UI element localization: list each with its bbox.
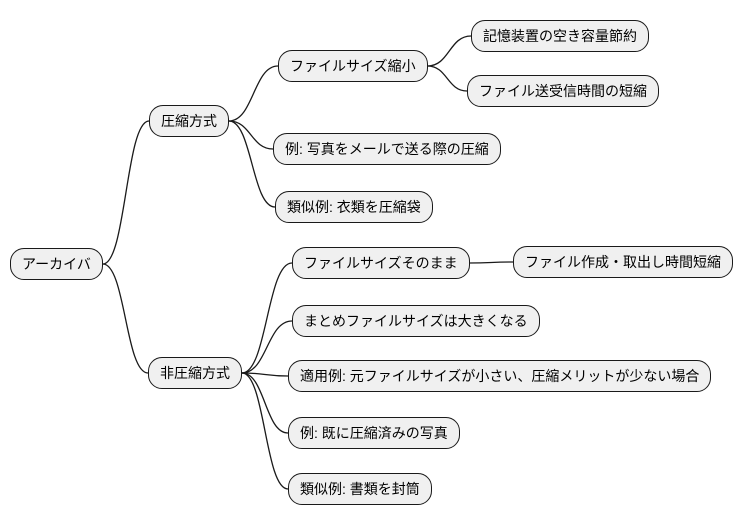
edge [241, 262, 293, 374]
edge [102, 120, 150, 265]
edge [228, 65, 279, 122]
node-archiver: アーカイバ [10, 248, 103, 280]
node-combined-size-larger: まとめファイルサイズは大きくなる [292, 305, 540, 337]
edge [228, 120, 274, 150]
node-compression-method: 圧縮方式 [149, 105, 229, 137]
edge [228, 120, 276, 208]
edge [427, 65, 468, 92]
edge [102, 263, 149, 374]
node-applicable-case: 適用例: 元ファイルサイズが小さい、圧縮メリットが少ない場合 [288, 360, 712, 392]
node-analogy-clothes-bag: 類似例: 衣類を圧縮袋 [275, 191, 433, 223]
edge [241, 372, 289, 377]
node-transfer-time-reduction: ファイル送受信時間の短縮 [467, 75, 659, 107]
edge [241, 372, 289, 434]
node-analogy-documents-envelope: 類似例: 書類を封筒 [288, 473, 432, 505]
node-file-size-reduction: ファイルサイズ縮小 [278, 50, 428, 82]
edge [241, 372, 289, 490]
node-example-compressed-photo: 例: 既に圧縮済みの写真 [288, 417, 460, 449]
node-storage-space-saving: 記憶装置の空き容量節約 [471, 20, 649, 52]
edge [241, 320, 293, 374]
node-create-extract-time: ファイル作成・取出し時間短縮 [513, 246, 733, 278]
edge [427, 35, 472, 67]
node-example-email-photo: 例: 写真をメールで送る際の圧縮 [273, 133, 501, 165]
edge [469, 261, 514, 264]
node-file-size-unchanged: ファイルサイズそのまま [292, 247, 470, 279]
node-non-compression-method: 非圧縮方式 [148, 357, 242, 389]
